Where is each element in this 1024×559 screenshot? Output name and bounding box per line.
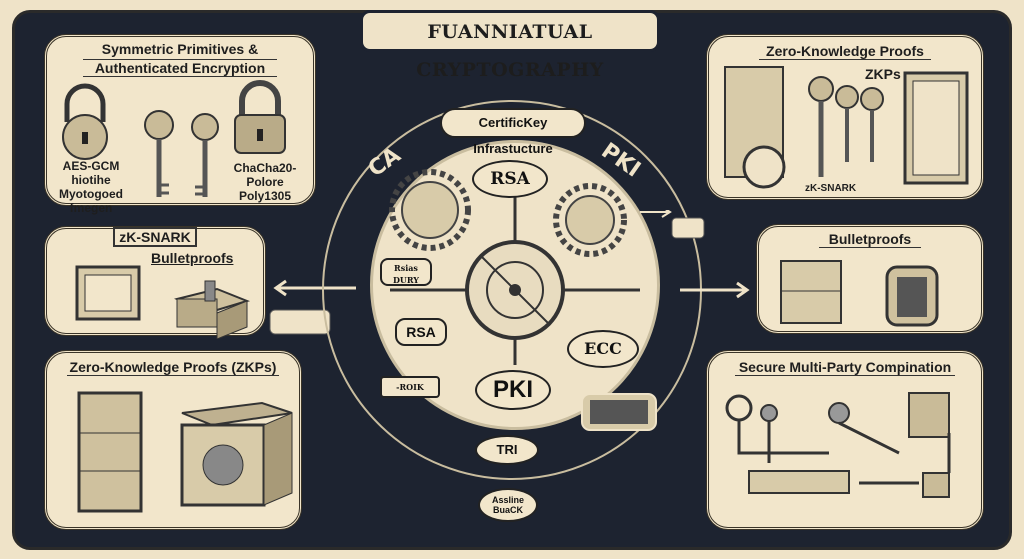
drawers-illustration bbox=[780, 260, 939, 327]
gears-mechanism-illustration bbox=[389, 169, 640, 365]
page-title: FUANNIATUAL CRYPTOGRAPHY bbox=[360, 10, 660, 81]
vault-illustration bbox=[75, 265, 251, 339]
panel-title: Secure Multi-Party Compination bbox=[735, 359, 955, 376]
cube-keys-and-safe-illustration bbox=[724, 66, 969, 189]
panel-zkps: Zero-Knowledge Proofs (ZKPs) bbox=[44, 350, 302, 530]
panel-subtitle: ZKPs bbox=[865, 66, 901, 82]
caption-zk-snark: zK-SNARK bbox=[805, 183, 857, 194]
panel-subtitle: Bulletproofs bbox=[151, 250, 234, 266]
label-line: fmegen bbox=[69, 201, 113, 215]
header-certificate-infrastructure: CertificKey Infrastucture bbox=[440, 108, 586, 156]
arrow-right-icon bbox=[640, 210, 750, 299]
node-rsa-left[interactable]: RSA bbox=[395, 318, 447, 346]
panel-title-line2: Authenticated Encryption bbox=[83, 59, 277, 77]
panel-zk-snark: zK-SNARK Bulletproofs bbox=[44, 226, 266, 339]
panel-secure-multi-party: Secure Multi-Party Compination bbox=[706, 350, 984, 530]
label-line: AES-GCM bbox=[62, 159, 120, 173]
tag-bottom: -ROIK bbox=[380, 376, 440, 398]
label-line: ChaCha20- bbox=[233, 161, 297, 175]
panel-title: Bulletproofs bbox=[819, 231, 921, 248]
node-tri[interactable]: TRI bbox=[475, 435, 539, 465]
panel-title: Zero-Knowledge Proofs bbox=[759, 43, 931, 60]
node-ecc[interactable]: ECC bbox=[567, 330, 639, 368]
label-line: Myotogoed bbox=[59, 187, 123, 201]
cabinet-and-box-illustration bbox=[77, 391, 293, 513]
label-line: Poly1305 bbox=[238, 189, 292, 203]
panel-zero-knowledge-proofs: Zero-Knowledge Proofs ZKPs zK-SNARK bbox=[706, 34, 984, 200]
pipes-machinery-illustration bbox=[725, 392, 951, 498]
footer-line: Assline bbox=[491, 495, 524, 505]
footer-line: BuaCK bbox=[492, 505, 523, 515]
panel-title: Zero-Knowledge Proofs (ZKPs) bbox=[67, 359, 279, 376]
panel-title: zK-SNARK bbox=[113, 227, 197, 247]
padlock-and-keys-illustration bbox=[62, 80, 286, 197]
panel-title-line1: Symmetric Primitives & bbox=[101, 41, 259, 57]
panel-symmetric-primitives: Symmetric Primitives & Authenticated Enc… bbox=[44, 34, 316, 215]
node-rsa-top[interactable]: RSA bbox=[472, 160, 548, 198]
node-pki[interactable]: PKI bbox=[475, 370, 551, 410]
panel-bulletproofs: Bulletproofs bbox=[756, 224, 984, 334]
label-line: hiotihe bbox=[71, 173, 111, 187]
label-line: Polore bbox=[246, 175, 284, 189]
machine-box-illustration bbox=[581, 393, 657, 431]
tag-left: Rsias DURY bbox=[380, 258, 432, 286]
